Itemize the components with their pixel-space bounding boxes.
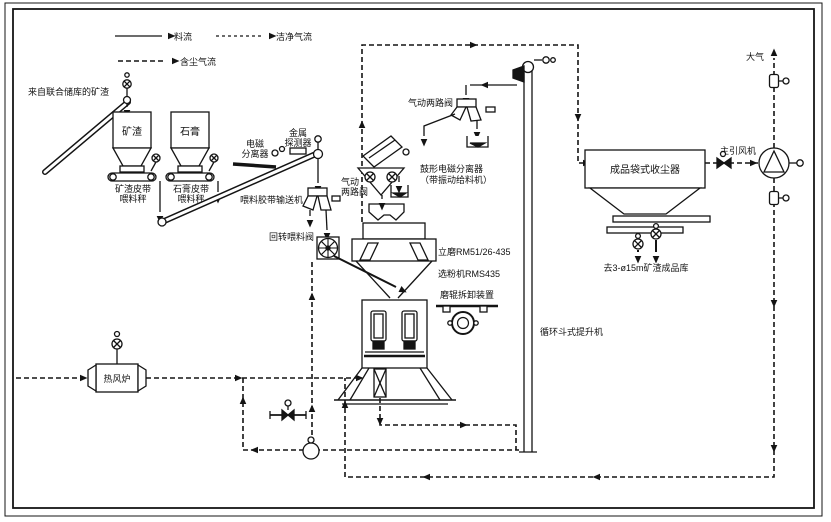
main-id-fan: 主引风机 大气 xyxy=(716,51,804,206)
slag-feeder-label-2: 喂料秤 xyxy=(119,193,146,204)
furnace-label: 热风炉 xyxy=(103,373,130,384)
roller-device-label: 磨辊拆卸装置 xyxy=(440,289,494,300)
slag-silo-label: 矿渣 xyxy=(122,125,142,138)
drum-separator-label-1: 鼓形电磁分离器 xyxy=(420,163,483,174)
atmosphere-label: 大气 xyxy=(746,51,764,62)
valve-actuator-icon xyxy=(485,106,496,113)
pneumatic-two-way-valve-lower: 气动 两路阀 xyxy=(302,158,368,241)
metal-detector-sensor-icon xyxy=(314,135,322,143)
gypsum-silo: 石膏 xyxy=(169,111,211,173)
gas-piping xyxy=(16,41,778,481)
classifier-label: 选粉机RMS435 xyxy=(438,268,500,279)
gypsum-feeder-label-1: 石膏皮带 xyxy=(173,183,209,194)
to-product-silo-label: 去3-ø15m矿渣成品库 xyxy=(603,262,688,273)
em-separator-label-2: 分离器 xyxy=(241,148,268,159)
gypsum-belt-feeder: 石膏皮带 喂料秤 xyxy=(165,153,222,204)
drum-em-separator: 鼓形电磁分离器 （带振动给料机） xyxy=(356,135,492,211)
valve-actuator-icon xyxy=(331,195,341,202)
legend-dust-gas-label: 含尘气流 xyxy=(180,56,216,67)
drum-separator-label-2: （带振动给料机） xyxy=(420,174,492,185)
slag-belt-feeder: 矿渣皮带 喂料秤 xyxy=(107,153,164,224)
legend: 料流 洁净气流 含尘气流 xyxy=(115,31,312,67)
mill-label: 立磨RM51/26-435 xyxy=(438,246,511,257)
roller-removal-device: 磨辊拆卸装置 xyxy=(436,289,498,335)
pneu-valve-upper-label: 气动两路阀 xyxy=(408,97,453,108)
gypsum-silo-label: 石膏 xyxy=(180,125,200,138)
slag-feeder-label-1: 矿渣皮带 xyxy=(115,183,151,194)
collector-label: 成品袋式收尘器 xyxy=(610,163,680,176)
fan-inlet-valve-icon xyxy=(722,156,732,170)
source-label: 来自联合储库的矿渣 xyxy=(28,86,109,97)
bag-dust-collector: 成品袋式收尘器 xyxy=(583,149,711,234)
metal-detector: 金属 探测器 xyxy=(284,127,322,155)
slag-silo: 矿渣 xyxy=(111,111,153,173)
pneu-valve-lower-label-1: 气动 xyxy=(341,176,359,187)
bucket-elevator: 循环斗式提升机 xyxy=(462,56,603,453)
rotary-feed-valve: 回转喂料阀 xyxy=(269,231,409,296)
metal-detector-label-1: 金属 xyxy=(289,127,307,138)
stack-damper-icon xyxy=(768,73,780,89)
hot-air-furnace: 热风炉 xyxy=(87,330,147,393)
pneumatic-two-way-valve-upper: 气动两路阀 xyxy=(408,97,496,148)
legend-material-label: 料流 xyxy=(174,31,192,42)
metal-detector-label-2: 探测器 xyxy=(284,137,311,148)
elevator-motor-icon xyxy=(542,56,550,64)
em-separator-label-1: 电磁 xyxy=(246,138,264,149)
butterfly-valve-icon xyxy=(286,408,295,422)
feed-belt-conveyor: 喂料胶带输送机 xyxy=(157,148,324,227)
rotary-valve-label: 回转喂料阀 xyxy=(269,231,314,242)
feed-conveyor-label: 喂料胶带输送机 xyxy=(240,194,303,205)
em-separator: 电磁 分离器 xyxy=(232,138,286,169)
duct-valve-icon xyxy=(302,442,320,460)
product-discharge: 去3-ø15m矿渣成品库 xyxy=(603,222,689,273)
elevator-label: 循环斗式提升机 xyxy=(540,326,603,337)
recirc-damper-icon xyxy=(768,190,780,206)
gypsum-feeder-label-2: 喂料秤 xyxy=(177,193,204,204)
duct-valves xyxy=(269,399,320,460)
pneu-valve-lower-label-2: 两路阀 xyxy=(341,186,368,197)
vertical-mill: 立磨RM51/26-435 选粉机RMS435 xyxy=(334,203,511,405)
legend-clean-gas-label: 洁净气流 xyxy=(276,31,312,42)
fan-label: 主引风机 xyxy=(720,145,756,156)
